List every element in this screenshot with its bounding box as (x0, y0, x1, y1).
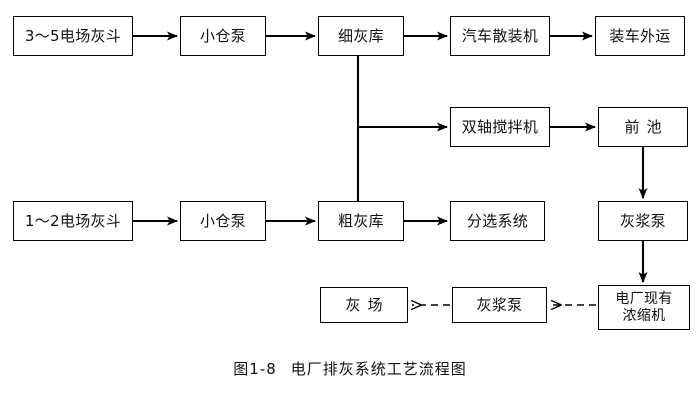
node-coarse-ash-silo[interactable]: 粗灰库 (318, 201, 404, 241)
node-hopper-field-1-2[interactable]: 1～2电场灰斗 (13, 201, 133, 241)
node-truck-bulk-loader[interactable]: 汽车散装机 (450, 16, 550, 56)
figure-caption-text: 电厂排灰系统工艺流程图 (290, 360, 467, 378)
node-front-pool[interactable]: 前池 (598, 107, 688, 147)
node-hopper-field-3-5[interactable]: 3～5电场灰斗 (13, 16, 133, 56)
node-truck-transport-out[interactable]: 装车外运 (595, 16, 685, 56)
node-twin-shaft-mixer[interactable]: 双轴搅拌机 (450, 107, 550, 147)
node-existing-plant-thickener[interactable]: 电厂现有 浓缩机 (598, 285, 690, 330)
figure-caption: 图1-8 电厂排灰系统工艺流程图 (0, 358, 700, 379)
node-ash-yard[interactable]: 灰场 (320, 287, 408, 323)
node-sorting-system[interactable]: 分选系统 (450, 201, 545, 241)
figure-number: 图1-8 (233, 360, 277, 378)
node-small-bin-pump-top[interactable]: 小仓泵 (180, 16, 266, 56)
node-slurry-pump-bottom[interactable]: 灰浆泵 (452, 287, 547, 323)
node-fine-ash-silo[interactable]: 细灰库 (318, 16, 404, 56)
node-small-bin-pump-bottom[interactable]: 小仓泵 (180, 201, 266, 241)
node-slurry-pump-right[interactable]: 灰浆泵 (598, 201, 688, 241)
